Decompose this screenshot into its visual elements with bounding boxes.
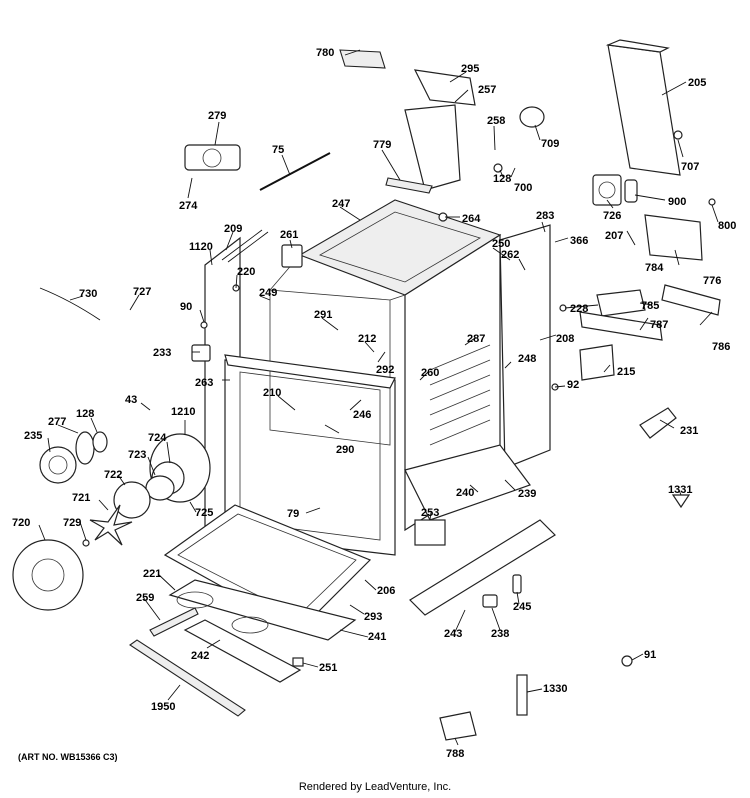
callout-label: 721 [72,492,90,504]
callout-label: 295 [461,63,479,75]
callout-label: 92 [567,379,579,391]
callout-label: 788 [446,748,464,760]
leader-lines [38,49,719,746]
callout-label: 776 [703,275,721,287]
callout-label: 207 [605,230,623,242]
callout-label: 235 [24,430,42,442]
callout-label: 257 [478,84,496,96]
oven-body [204,199,556,616]
callout-label: 1950 [151,701,175,713]
callout-label: 75 [272,144,284,156]
callout-label: 208 [556,333,574,345]
callout-label: 242 [191,650,209,662]
callout-label: 1120 [189,241,213,253]
callout-label: 366 [570,235,588,247]
art-number: (ART NO. WB15366 C3) [18,752,118,762]
callout-label: 220 [237,266,255,278]
callout-label: 245 [513,601,531,613]
callout-label: 205 [688,77,706,89]
callout-label: 786 [712,341,730,353]
callout-label: 785 [641,300,659,312]
callout-label: 228 [570,303,588,315]
callout-label: 787 [650,319,668,331]
callout-label: 258 [487,115,505,127]
callout-label: 724 [148,432,167,444]
callout-label: 206 [377,585,395,597]
bottom-parts [129,407,691,741]
callout-label: 210 [263,387,281,399]
callout-label: 43 [125,394,137,406]
convection-parts [12,287,211,611]
callout-label: 780 [316,47,334,59]
callout-label: 79 [287,508,299,520]
callout-label: 240 [456,487,474,499]
callout-label: 277 [48,416,66,428]
callout-label: 233 [153,347,171,359]
callout-label: 730 [79,288,97,300]
callout-label: 90 [180,301,192,313]
callout-label: 291 [314,309,332,321]
callout-label: 238 [491,628,509,640]
callout-label: 779 [373,139,391,151]
callout-label: 263 [195,377,213,389]
callout-label: 727 [133,286,151,298]
callout-label: 287 [467,333,485,345]
footer-credit: Rendered by LeadVenture, Inc. [298,781,452,793]
callout-label: 248 [518,353,536,365]
callout-label: 900 [668,196,686,208]
callout-label: 259 [136,592,154,604]
callout-label: 290 [336,444,354,456]
callout-label: 221 [143,568,161,580]
callout-label: 212 [358,333,376,345]
callout-label: 239 [518,488,536,500]
callout-label: 247 [332,198,350,210]
callout-label: 729 [63,517,81,529]
callout-label: 293 [364,611,382,623]
callout-label: 700 [514,182,532,194]
callout-label: 253 [421,507,439,519]
callout-label: 209 [224,223,242,235]
callout-label: 800 [718,220,736,232]
callout-label: 246 [353,409,371,421]
callout-label: 261 [280,229,298,241]
callout-label: 260 [421,367,439,379]
callout-label: 243 [444,628,462,640]
callout-label: 215 [617,366,635,378]
callout-label: 241 [368,631,386,643]
callout-label: 784 [645,262,664,274]
callout-label: 722 [104,469,122,481]
callout-label: 709 [541,138,559,150]
callout-labels: 780 295 257 205 279 258 709 75 779 128 7… [12,47,736,760]
callout-label: 128 [76,408,94,420]
callout-label: 720 [12,517,30,529]
callout-label: 283 [536,210,554,222]
callout-label: 128 [493,173,511,185]
callout-label: 262 [501,249,519,261]
callout-label: 726 [603,210,621,222]
rear-top-parts [184,39,721,381]
callout-label: 707 [681,161,699,173]
callout-label: 725 [195,507,213,519]
callout-label: 231 [680,425,698,437]
callout-label: 292 [376,364,394,376]
callout-label: 251 [319,662,337,674]
callout-label: 91 [644,649,656,661]
callout-label: 1330 [543,683,567,695]
callout-label: 250 [492,238,510,250]
callout-label: 1210 [171,406,195,418]
callout-label: 279 [208,110,226,122]
callout-label: 249 [259,287,277,299]
callout-label: 274 [179,200,198,212]
callout-label: 1331 [668,484,692,496]
callout-label: 264 [462,213,481,225]
callout-label: 723 [128,449,146,461]
